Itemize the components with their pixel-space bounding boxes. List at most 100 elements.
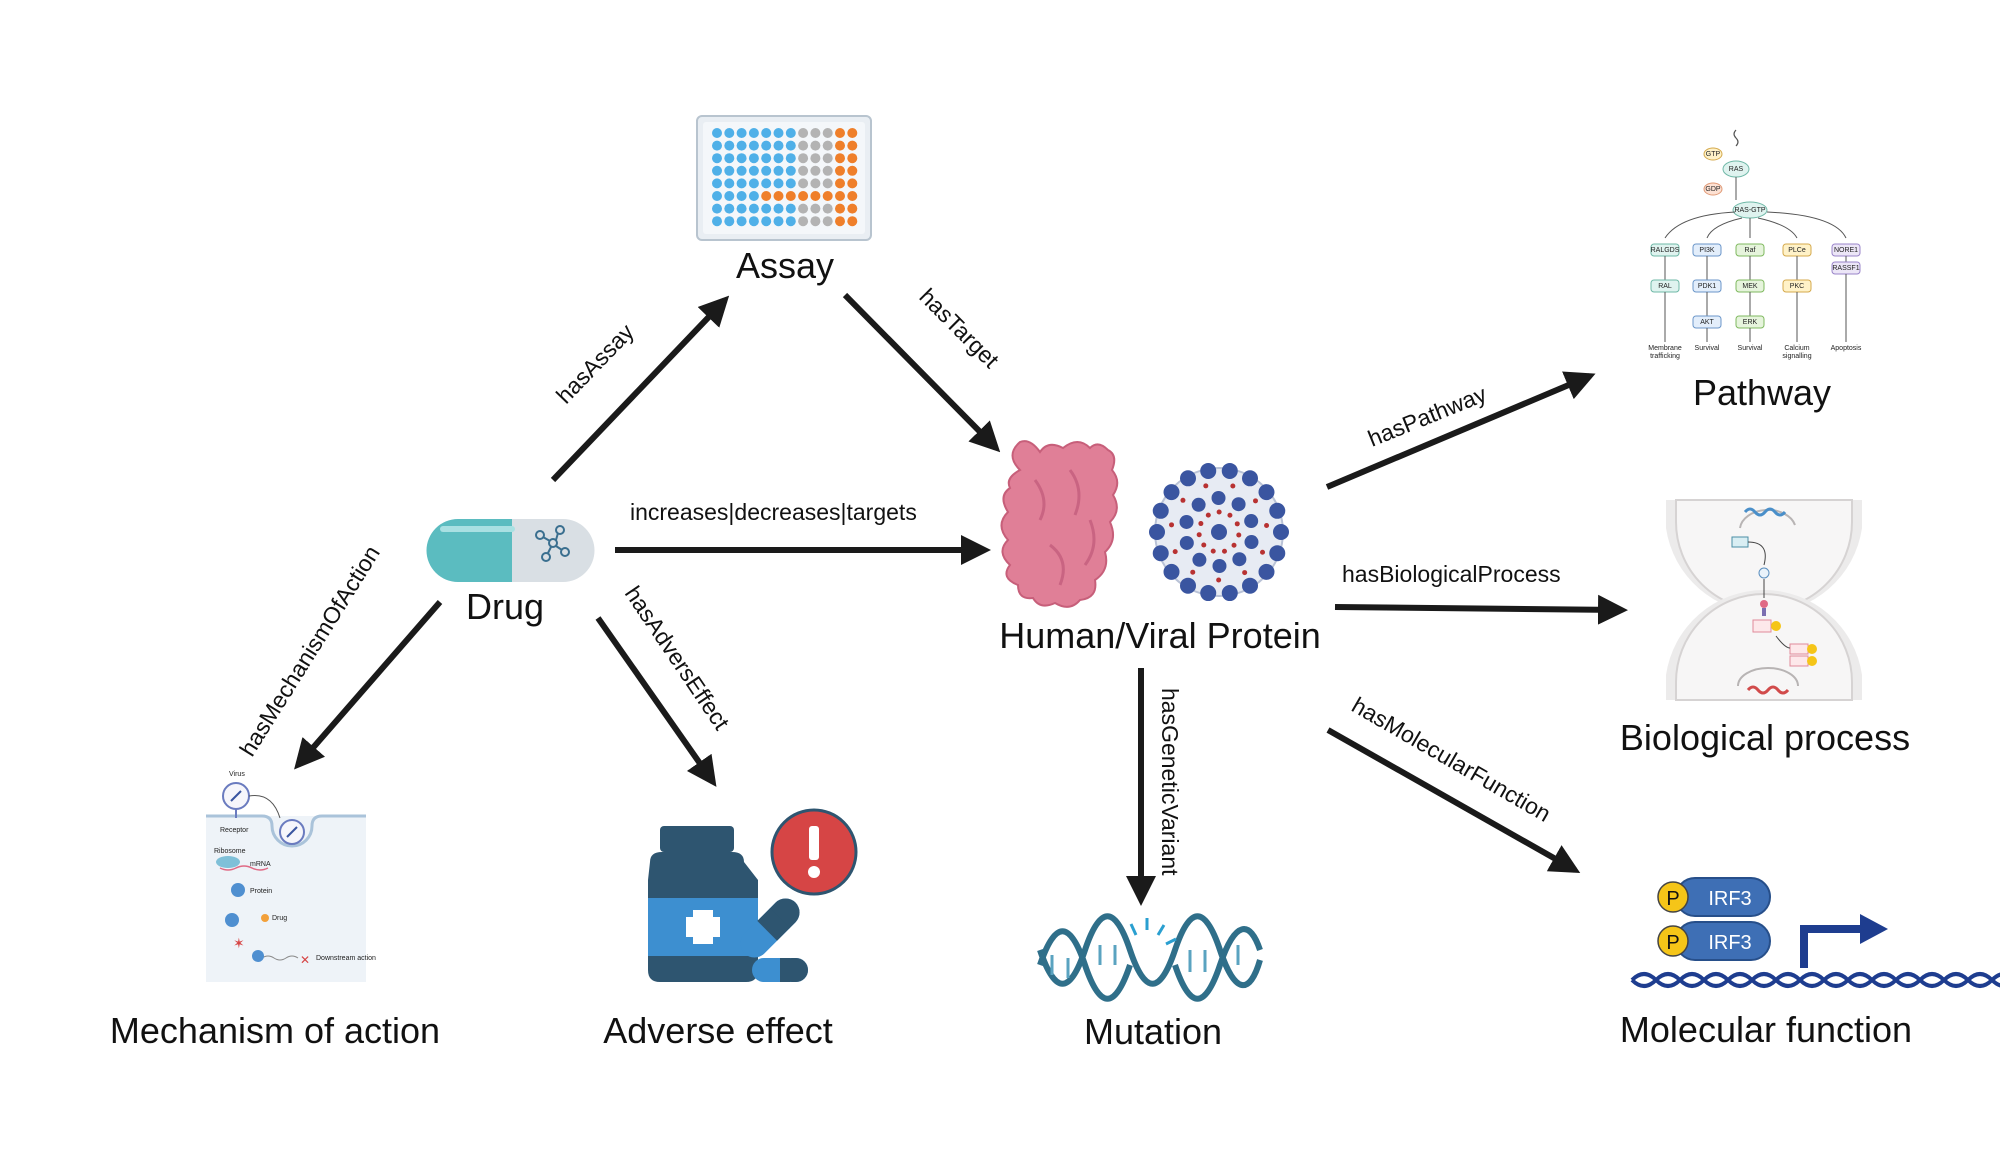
virus-dot [1227,512,1233,518]
pathway-gdp: GDP [1705,186,1721,193]
pathway-diagram-icon: GTP RAS GDP RAS-GTP RALGDSRALMembranetra… [1648,129,1862,360]
plate-well [798,216,809,227]
virus-spike [1212,558,1227,573]
virus-spike [1273,524,1289,540]
plate-well [736,191,747,201]
virus-dot [1231,542,1237,548]
virus-spike [1221,462,1238,479]
virus-dot [1236,532,1242,538]
virus-dot [1190,569,1196,575]
virus-spike [1180,577,1196,594]
virus-spike [1180,470,1196,487]
edge-label-has-biological-process: hasBiologicalProcess [1342,561,1561,587]
virus-dot [1221,548,1227,554]
plate-well [810,191,821,201]
moa-cross-mark: ✕ [300,953,310,967]
edge-label-has-assay: hasAssay [551,318,639,408]
virus-spike [1269,545,1286,562]
moa-label-drug: Drug [272,915,287,922]
plate-well [712,153,722,164]
plate-well [847,203,858,214]
plate-well [724,203,735,214]
phospho-label-1: P [1666,888,1679,910]
edge-has-molecular-function [1326,727,1581,873]
virus-spike [1192,552,1207,567]
plate-well [736,128,747,138]
plate-well [810,165,821,176]
virus-spike [1163,484,1180,501]
pathway-second-label: PKC [1790,283,1804,290]
virus-spike [1152,545,1169,562]
virus-spike [1221,585,1238,602]
plate-well [761,203,772,214]
plate-well [835,216,845,227]
plate-well [822,178,833,189]
pathway-ras-gtp: RAS-GTP [1734,207,1765,214]
plate-well [773,153,784,164]
virus-spike [1200,585,1217,602]
plate-well [736,178,747,189]
edge-label-has-target: hasTarget [914,283,1004,373]
pathway-outcome-label: signalling [1782,353,1811,360]
plate-well [712,128,722,138]
plate-well [724,128,735,138]
plate-well [712,191,722,201]
pathway-gtp: GTP [1706,151,1721,158]
plate-well [785,203,796,214]
plate-well [798,153,809,164]
pathway-second-label: RAL [1658,283,1672,290]
virus-spike [1242,470,1258,487]
virus-dot [1216,577,1222,583]
plate-well [773,191,784,201]
virus-dot [1230,483,1236,489]
plate-well [736,153,747,164]
virus-dot [1216,509,1222,515]
plate-well [822,216,833,227]
virus-dot [1201,542,1207,548]
virus-dot [1180,497,1186,503]
well-plate-icon [696,115,872,241]
plate-well [712,203,722,214]
virus-dot [1205,512,1211,518]
virus-spike [1232,552,1247,567]
plate-well [798,191,809,201]
plate-well [761,191,772,201]
plate-well [810,216,821,227]
plate-well [736,165,747,176]
plate-well [724,140,735,151]
node-label-mutation: Mutation [1084,1011,1222,1052]
plate-well [822,203,833,214]
dna-helix-icon [1037,913,1263,1002]
plate-well [847,178,858,189]
irf3-transcription-icon: P P IRF3 IRF3 [1630,877,2000,988]
pathway-ras: RAS [1729,166,1744,173]
virus-dot [1264,523,1270,529]
virus-spike [1269,502,1286,519]
virus-dot [1203,483,1209,489]
virus-dot [1234,521,1240,527]
virus-dot [1242,570,1248,576]
plate-well [810,140,821,151]
pathway-outcome-label: Survival [1738,345,1763,352]
protein-blob-icon [1000,440,1119,608]
plate-well [785,178,796,189]
edge-label-has-advers-effect: hasAdversEffect [620,581,735,735]
plate-well [761,140,772,151]
plate-well [773,178,784,189]
plate-well [847,216,858,227]
plate-well [785,216,796,227]
pathway-outcome-label: trafficking [1650,353,1680,360]
plate-well [748,140,759,151]
irf3-label-1: IRF3 [1708,888,1751,910]
pathway-outcome-label: Membrane [1648,345,1682,352]
plate-well [748,165,759,176]
edge-label-increases-decreases-targets: increases|decreases|targets [630,499,917,525]
plate-well [822,165,833,176]
edge-has-mechanism-of-action [294,600,443,770]
plate-well [761,178,772,189]
plate-well [785,153,796,164]
plate-well [761,153,772,164]
edge-has-target [842,292,1001,453]
edge-has-biological-process [1334,594,1628,625]
node-label-assay: Assay [736,245,834,286]
